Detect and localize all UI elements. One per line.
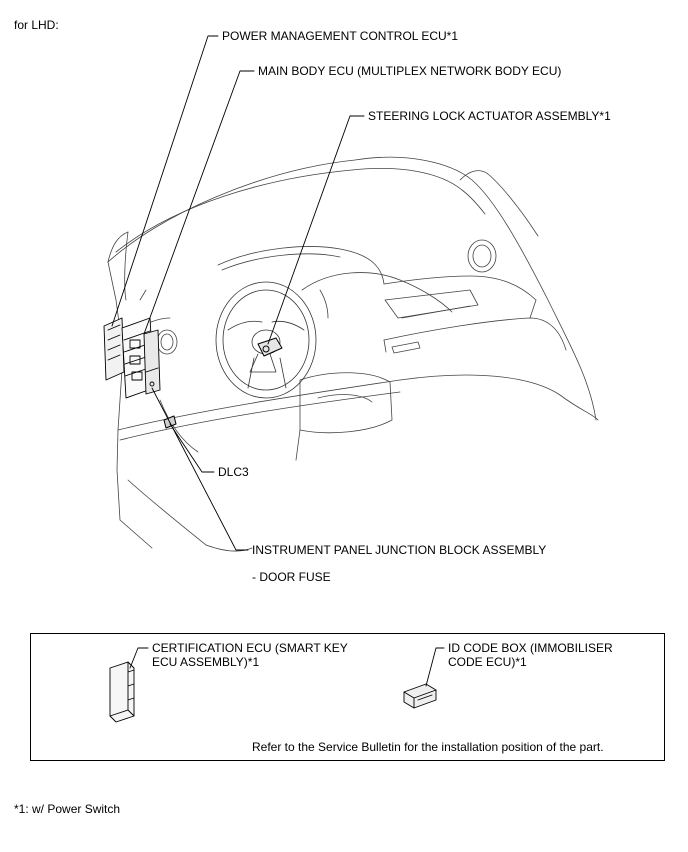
label-main-body-ecu: MAIN BODY ECU (MULTIPLEX NETWORK BODY EC… [258,64,562,78]
label-door-fuse: - DOOR FUSE [252,570,331,584]
parts-box-leaders [129,647,445,687]
parts-box [30,633,665,761]
label-dlc3: DLC3 [218,465,249,479]
label-steering-lock-actuator: STEERING LOCK ACTUATOR ASSEMBLY*1 [368,109,611,123]
id-code-box-part [403,683,437,709]
steering-wheel [215,281,317,399]
label-junction-block: INSTRUMENT PANEL JUNCTION BLOCK ASSEMBLY [252,543,547,557]
variant-label: for LHD: [14,18,59,32]
ecu-cluster [103,317,161,399]
certification-ecu-part [109,661,135,723]
label-power-management-ecu: POWER MANAGEMENT CONTROL ECU*1 [222,29,459,43]
parts-box-note: Refer to the Service Bulletin for the in… [252,740,604,754]
footnote: *1: w/ Power Switch [14,802,121,816]
label-certification-ecu-line1: CERTIFICATION ECU (SMART KEY [152,641,348,655]
leader-lines [111,35,365,551]
label-id-code-box-line2: CODE ECU)*1 [448,655,527,669]
label-certification-ecu-line2: ECU ASSEMBLY)*1 [152,655,260,669]
dashboard-outline [107,156,599,552]
steering-lock-actuator-part [257,337,283,357]
label-id-code-box-line1: ID CODE BOX (IMMOBILISER [448,641,613,655]
